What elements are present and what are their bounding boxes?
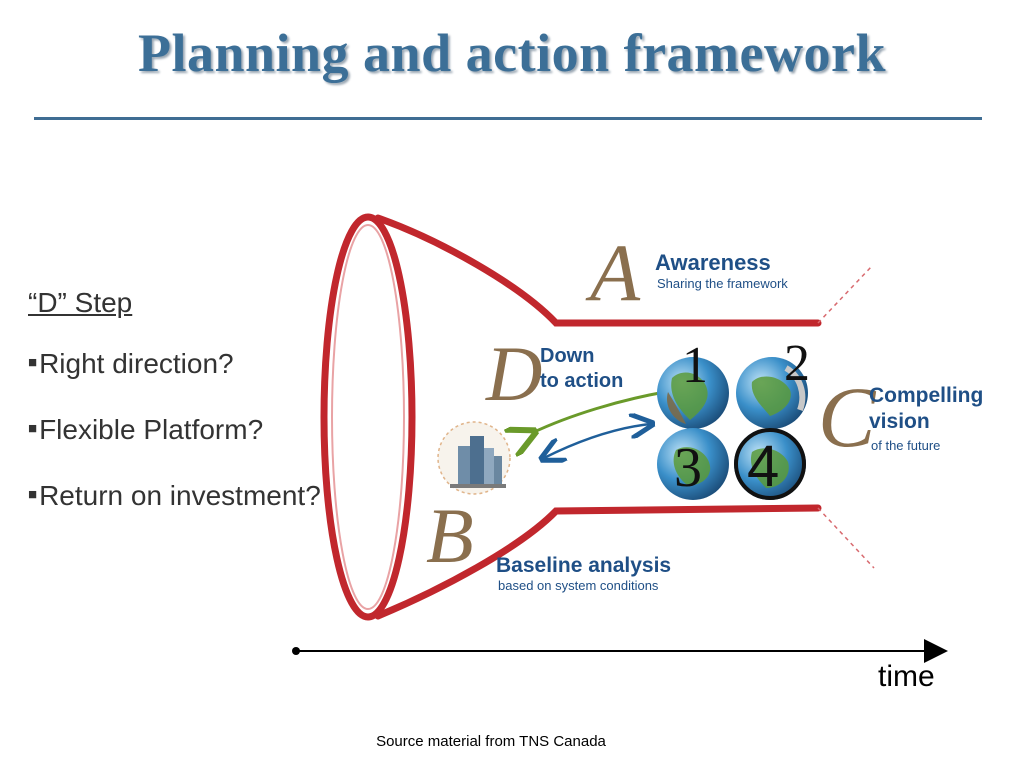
green-arrow: [532, 390, 666, 433]
time-axis-label: time: [878, 660, 935, 693]
baseline-subtitle: based on system conditions: [498, 578, 659, 593]
compelling-title-line-2: vision: [869, 410, 930, 433]
d-step-heading: “D” Step: [28, 287, 133, 318]
time-axis: [292, 639, 948, 663]
funnel-shape: [320, 213, 822, 621]
globe-icon-2: [736, 357, 808, 429]
stage-letter-d: D: [485, 330, 542, 417]
globe-icon-4: [734, 428, 806, 500]
building-icon: [437, 421, 511, 495]
globe-icon-3: [657, 428, 729, 500]
globe-number-4: 4: [747, 434, 779, 499]
d-step-panel: “D” Step ■Right direction? ■Flexible Pla…: [28, 286, 328, 545]
blue-double-arrow: [544, 424, 650, 458]
down-title-line-1: Down: [540, 345, 594, 367]
stage-letter-a: A: [585, 227, 641, 318]
future-cone-lines: [817, 265, 875, 569]
bullet-right-direction: ■Right direction?: [28, 348, 234, 379]
down-title-line-2: to action: [540, 370, 623, 392]
stage-letter-c: C: [818, 369, 877, 465]
baseline-title: Baseline analysis: [496, 554, 671, 577]
globe-icon-1: [657, 357, 729, 429]
stage-letter-b: B: [426, 492, 474, 579]
source-credit: Source material from TNS Canada: [376, 733, 606, 750]
globe-number-2: 2: [784, 335, 810, 392]
compelling-subtitle: of the future: [871, 438, 940, 453]
bullet-flexible-platform: ■Flexible Platform?: [28, 414, 264, 445]
globe-number-3: 3: [674, 437, 702, 499]
compelling-title-line-1: Compelling: [869, 384, 983, 407]
bullet-return-on-investment: ■Return on investment?: [28, 480, 321, 511]
title-divider: [34, 117, 982, 120]
page-title: Planning and action framework: [137, 23, 887, 83]
awareness-title: Awareness: [655, 250, 771, 275]
globe-number-1: 1: [682, 337, 708, 394]
awareness-subtitle: Sharing the framework: [657, 276, 788, 291]
